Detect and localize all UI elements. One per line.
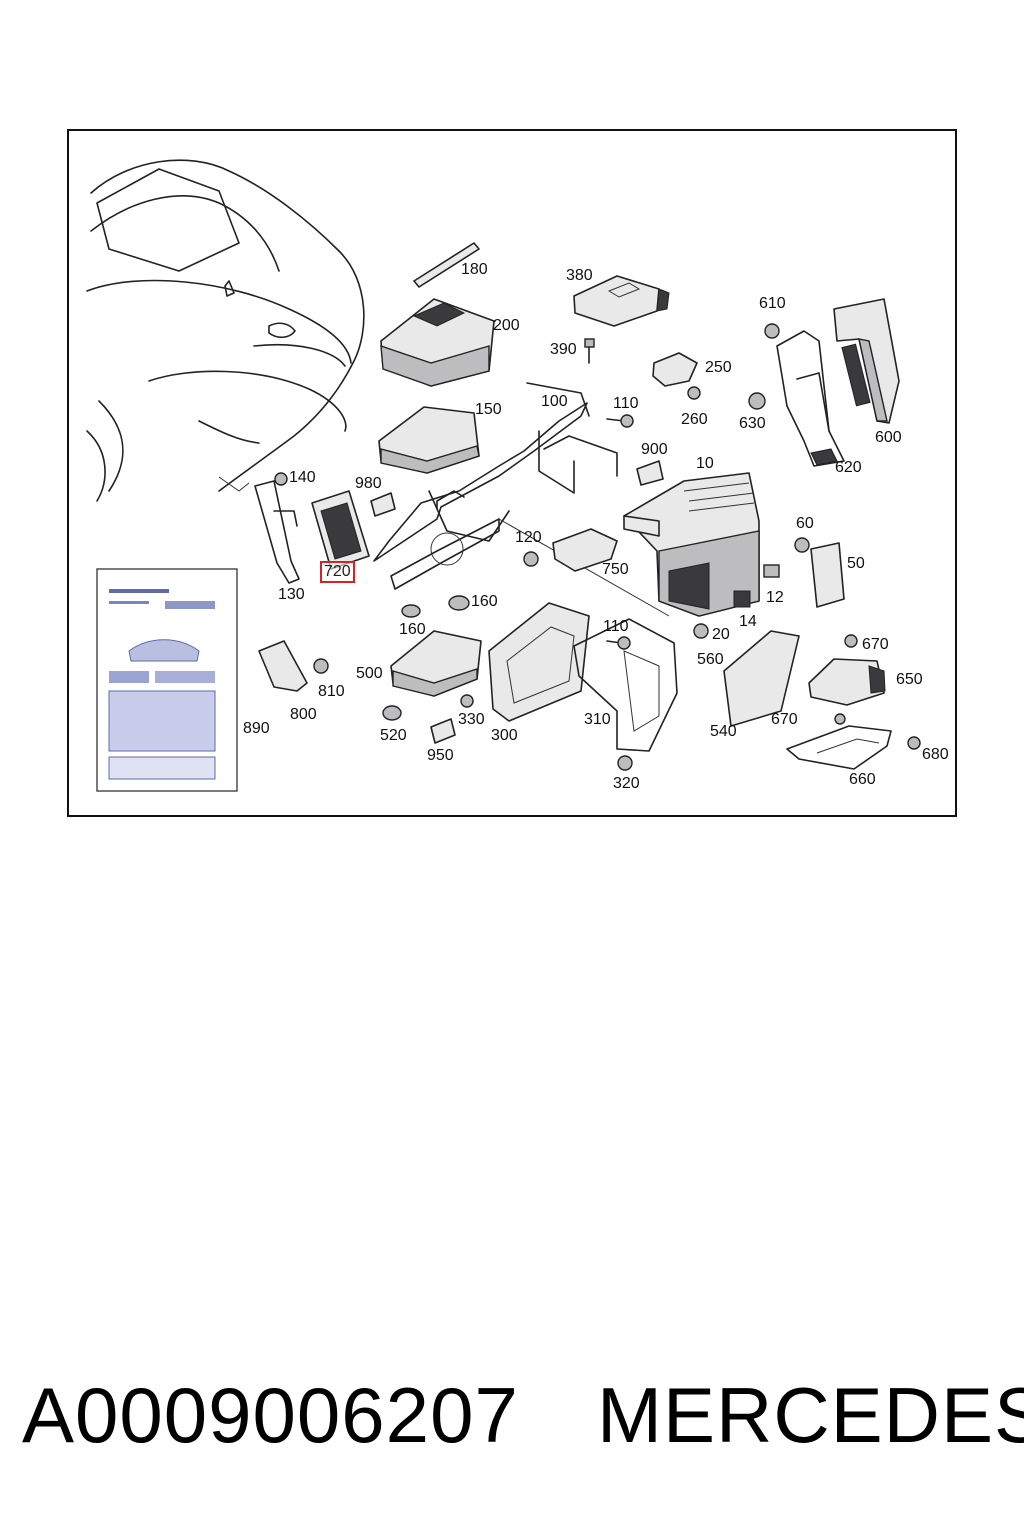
part-60-nut [794,537,810,553]
callout-150: 150 [475,401,502,418]
part-150-module [378,406,480,474]
callout-250: 250 [705,359,732,376]
callout-110-bottom: 110 [603,618,629,635]
callout-900: 900 [641,441,668,458]
part-310-bracket [573,618,678,752]
part-130-bracket [254,472,300,584]
part-680-nut [907,736,921,750]
part-720-module [311,490,370,570]
callout-310: 310 [584,711,611,728]
callout-720-highlighted[interactable]: 720 [320,561,355,583]
part-260-nut [687,386,701,400]
callout-630: 630 [739,415,766,432]
part-900-label [636,460,664,486]
callout-320: 320 [613,775,640,792]
callout-300: 300 [491,727,518,744]
parts-diagram: 180 200 380 390 250 610 150 100 110 260 … [67,129,957,817]
callout-12: 12 [766,589,784,606]
callout-620: 620 [835,459,862,476]
part-110-screw-b [606,636,631,650]
callout-50: 50 [847,555,865,572]
part-800-unit [258,640,308,692]
callout-810: 810 [318,683,345,700]
callout-680: 680 [922,746,949,763]
part-140-nut [274,472,288,486]
part-390-screw [584,338,595,364]
callout-130: 130 [278,586,305,603]
part-980-label [370,492,396,517]
part-630-nut [748,392,766,410]
callout-260: 260 [681,411,708,428]
callout-390: 390 [550,341,577,358]
part-160-grommet-b [448,595,470,611]
callout-60: 60 [796,515,814,532]
part-540-cover [723,630,800,727]
callout-380: 380 [566,267,593,284]
callout-140: 140 [289,469,316,486]
part-600-unit [833,298,900,424]
callout-890: 890 [243,720,270,737]
callout-610: 610 [759,295,786,312]
part-320-nut [617,755,633,771]
callout-100: 100 [541,393,568,410]
callout-980: 980 [355,475,382,492]
callout-500: 500 [356,665,383,682]
part-500-module [390,630,482,697]
part-180-strap [413,242,480,288]
part-670-nut-a [844,634,858,648]
part-750-module [552,528,618,572]
part-810-nut [313,658,329,674]
part-330-nut [460,694,474,708]
part-520-grommet [382,705,402,721]
callout-520: 520 [380,727,407,744]
part-number: A0009006207 [22,1371,519,1459]
callout-330: 330 [458,711,485,728]
part-12-relay [763,564,780,578]
part-160-grommet-a [401,604,421,618]
part-650-module [808,658,886,706]
brand-name: MERCEDES [597,1371,1024,1459]
part-610-nut [764,323,780,339]
product-caption: A0009006207 MERCEDES [0,1370,1024,1480]
callout-10: 10 [696,455,714,472]
part-100-bracket [373,382,670,617]
part-110-screw-a [606,414,634,428]
documentation-sheet-thumbnail [96,568,238,792]
callout-660: 660 [849,771,876,788]
part-50-module [810,542,845,608]
callout-160-b: 160 [399,621,426,638]
callout-600: 600 [875,429,902,446]
part-300-module [488,602,590,722]
part-950-label [430,718,456,744]
callout-670-bottom: 670 [771,711,798,728]
callout-650: 650 [896,671,923,688]
callout-950: 950 [427,747,454,764]
callout-120: 120 [515,529,542,546]
callout-180: 180 [461,261,488,278]
part-250-sensor [652,352,698,387]
part-670-nut-b [834,713,846,725]
part-20-nut [693,623,709,639]
part-200-module [380,298,495,387]
callout-540: 540 [710,723,737,740]
part-620-bracket [776,330,845,467]
part-660-bracket [786,725,892,770]
part-14-relay [733,590,751,608]
callout-670-top: 670 [862,636,889,653]
callout-110-top: 110 [613,395,639,412]
exploded-view-drawing [86,159,921,792]
callout-750: 750 [602,561,629,578]
callout-560: 560 [697,651,724,668]
car-rear-outline [86,159,365,502]
callout-800: 800 [290,706,317,723]
callout-14: 14 [739,613,757,630]
part-120-nut [523,551,539,567]
callout-160-a: 160 [471,593,498,610]
callout-200: 200 [493,317,520,334]
callout-20: 20 [712,626,730,643]
part-380-control-unit [573,275,670,327]
